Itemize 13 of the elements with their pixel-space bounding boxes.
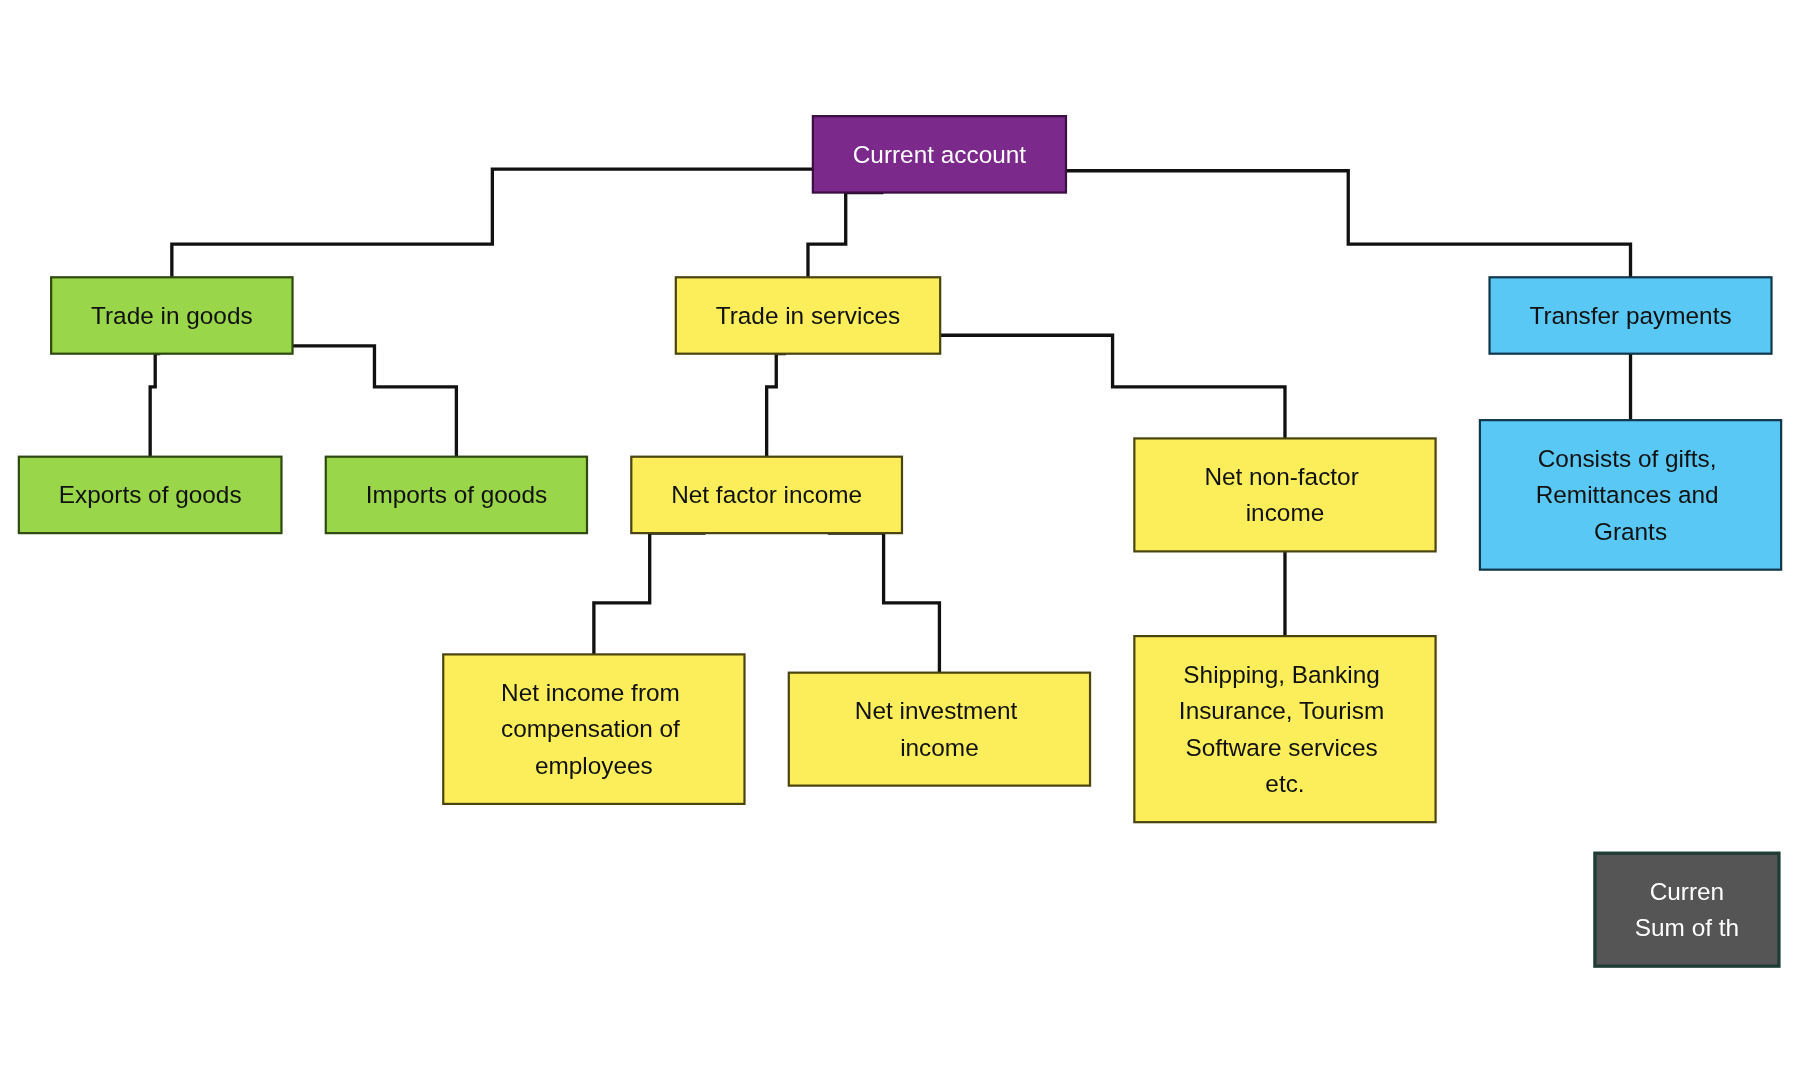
node-box: Shipping, Banking Insurance, Tourism Software services etc. [1133, 634, 1437, 824]
node-box: Imports of goods [324, 455, 589, 535]
node-box: Net non-factor income [1133, 437, 1437, 553]
node-box: Trade in services [674, 276, 942, 355]
node-box: Transfer payments [1488, 276, 1773, 355]
node-box: Exports of goods [17, 455, 283, 535]
node-box: Net investment income [787, 671, 1092, 787]
node-box: Consists of gifts, Remittances and Grants [1478, 418, 1783, 571]
node-box: Curren Sum of th [1593, 851, 1781, 968]
node-box: Trade in goods [50, 276, 294, 355]
node-box: Net income from compensation of employees [442, 653, 746, 805]
node-box: Net factor income [630, 455, 904, 535]
node-box: Current account [811, 114, 1068, 194]
